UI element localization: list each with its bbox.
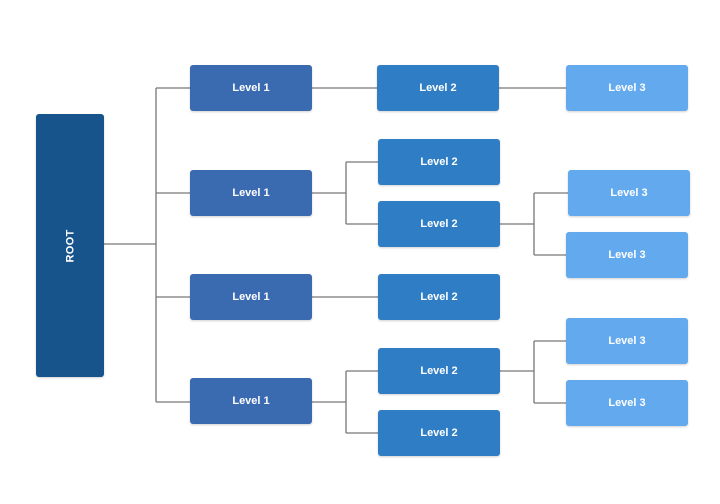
level1-node-1: Level 1 [190,65,312,111]
level3-node: Level 3 [566,232,688,278]
level1-node-2: Level 1 [190,170,312,216]
level3-node: Level 3 [566,318,688,364]
level2-node: Level 2 [377,65,499,111]
level1-node-3: Level 1 [190,274,312,320]
level3-node: Level 3 [566,380,688,426]
level3-node: Level 3 [568,170,690,216]
level2-node: Level 2 [378,410,500,456]
root-node: ROOT [36,114,104,377]
level2-node: Level 2 [378,201,500,247]
level3-node: Level 3 [566,65,688,111]
level2-node: Level 2 [378,274,500,320]
root-node-label: ROOT [63,229,76,262]
level1-node-4: Level 1 [190,378,312,424]
level2-node: Level 2 [378,348,500,394]
level2-node: Level 2 [378,139,500,185]
